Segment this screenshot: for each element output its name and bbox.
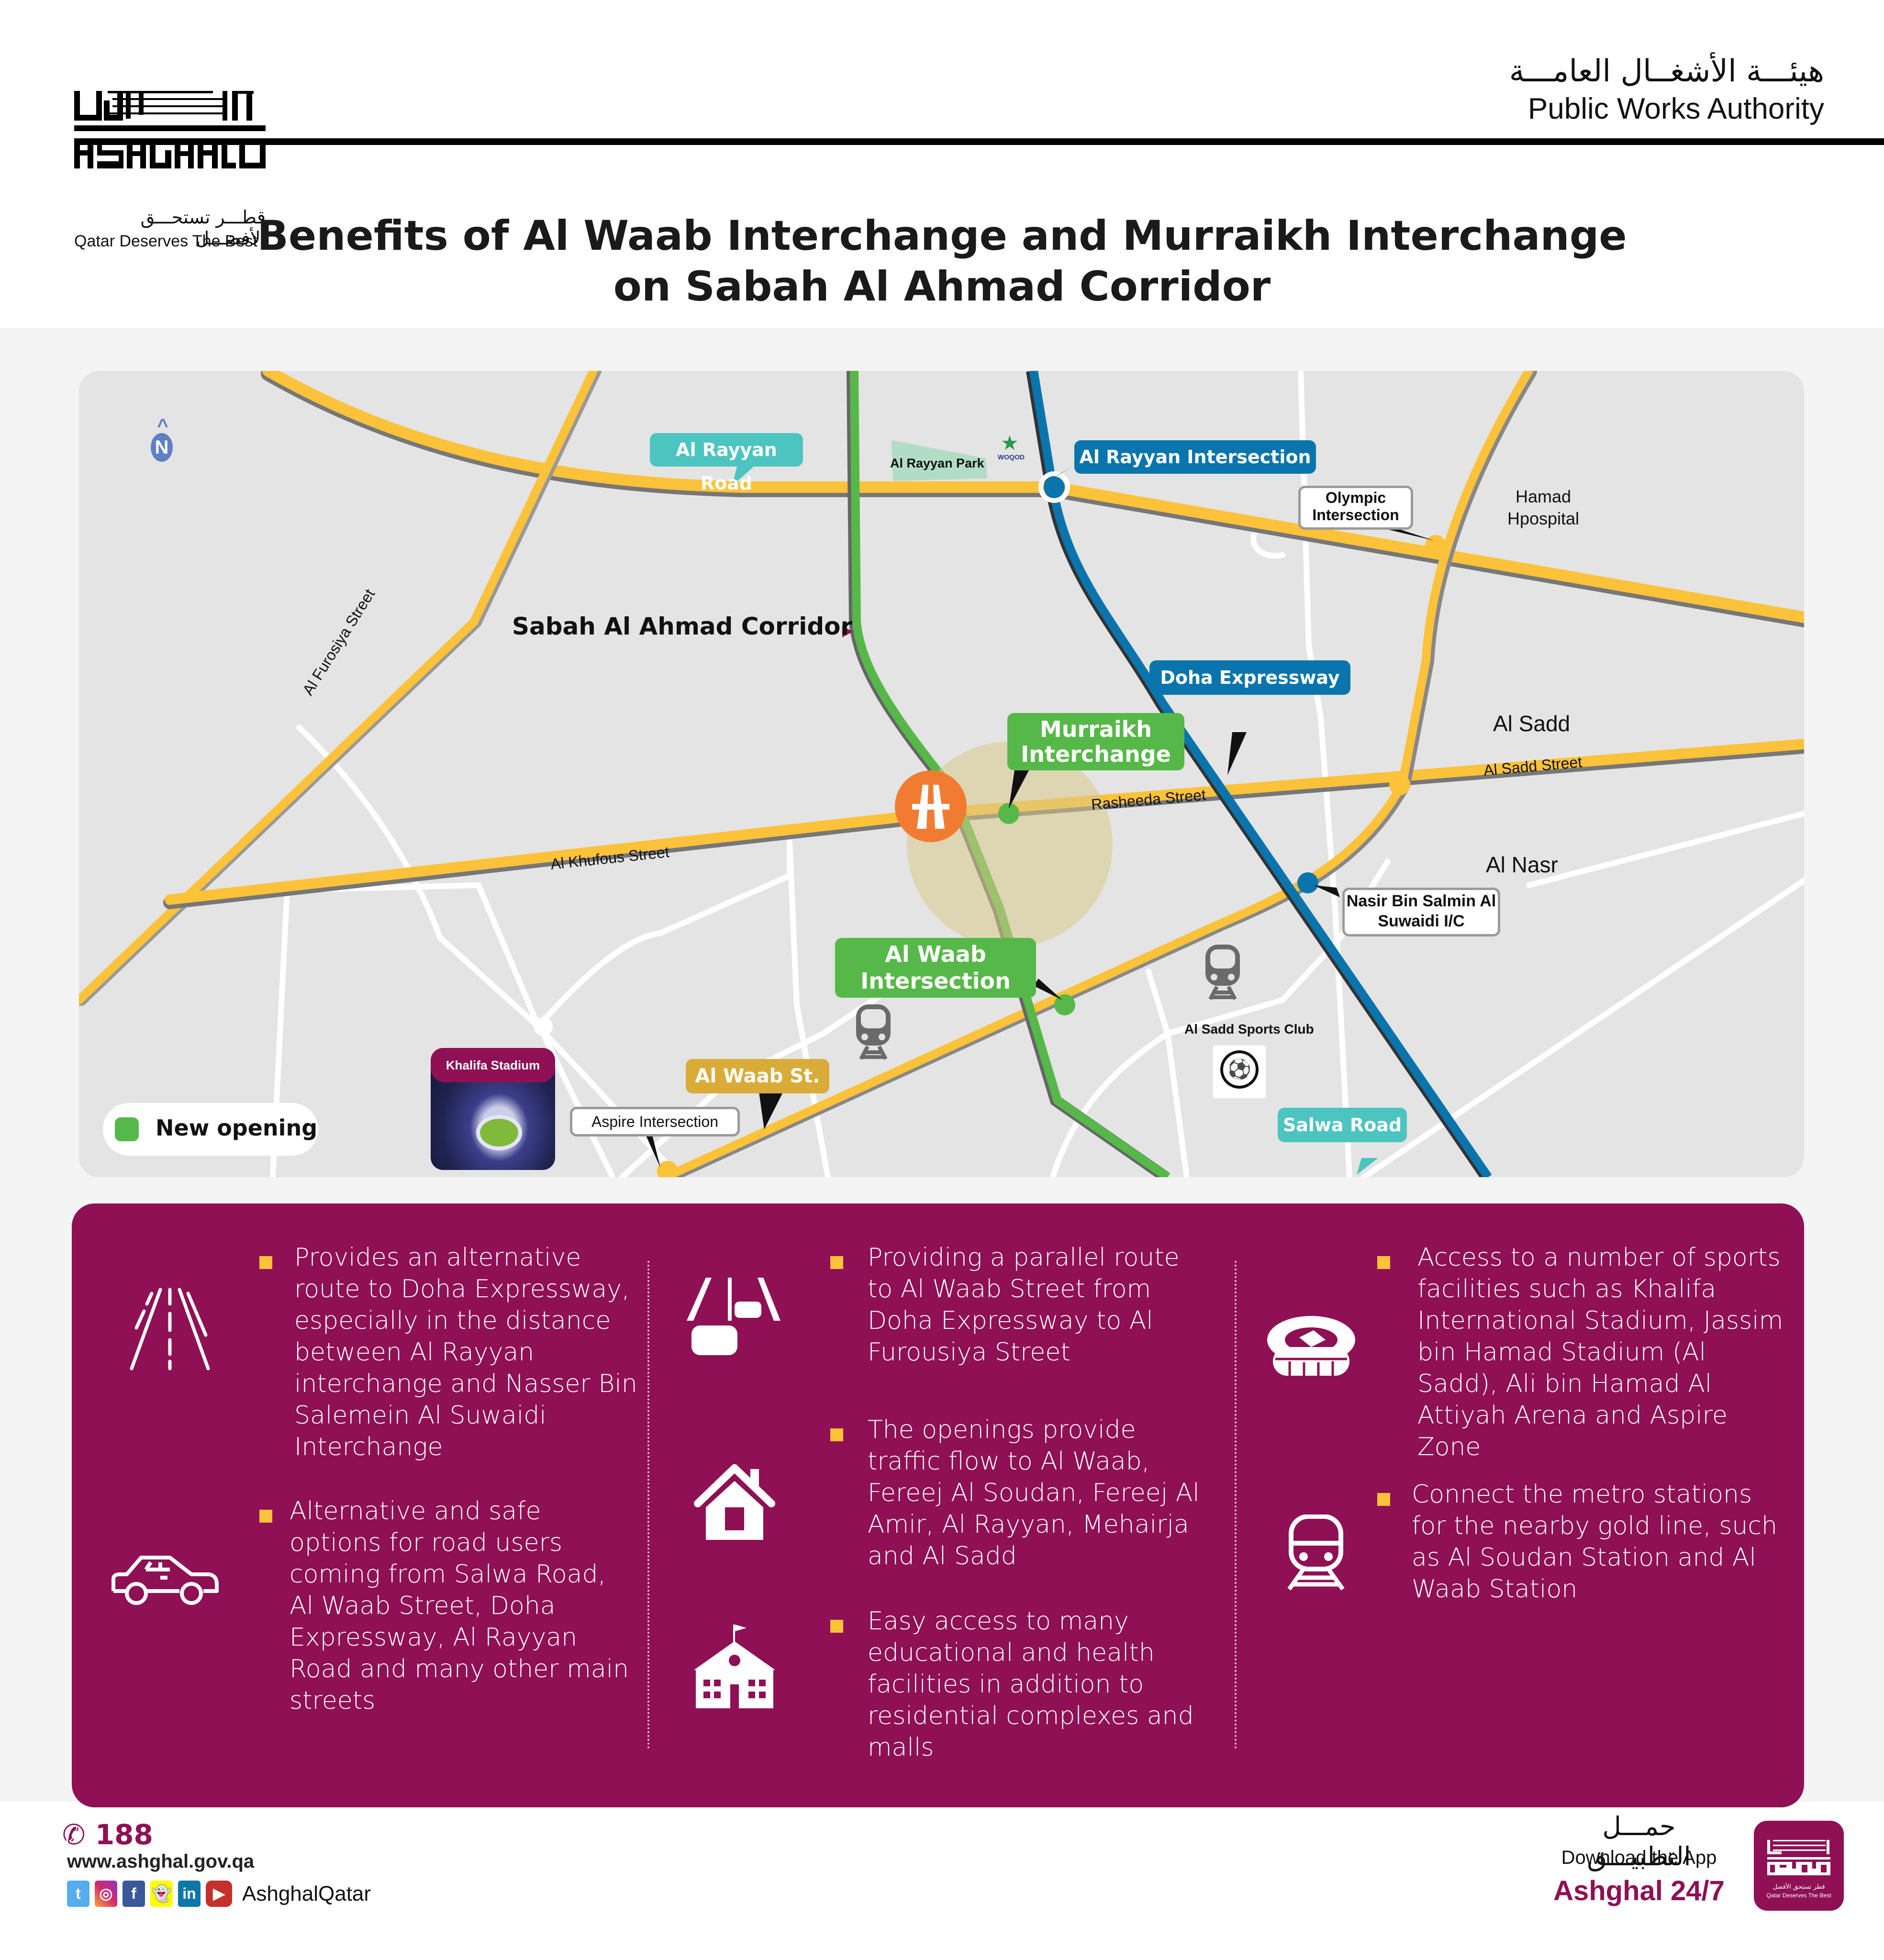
metro-train-icon: [1287, 1515, 1345, 1591]
ashghal-app-icon[interactable]: قطر تستحق الأفضل Qatar Deserves The Best: [1754, 1821, 1844, 1911]
column-divider-2: [1235, 1261, 1237, 1749]
callout-al-waab-intersection[interactable]: Al Waab Intersection: [835, 938, 1036, 998]
ashghal-logo: [74, 91, 266, 206]
benefit-text: Connect the metro stations for the nearb…: [1412, 1480, 1777, 1604]
house-icon: [694, 1464, 775, 1540]
download-label-arabic: حمـــل التطبيـــق: [1587, 1811, 1691, 1871]
download-label-english: Download the App: [1561, 1847, 1717, 1868]
callout-nasir-bin-salmin[interactable]: Nasir Bin Salmin Al Suwaidi I/C: [1342, 888, 1500, 936]
title-line-2: on Sabah Al Ahmad Corridor: [613, 263, 1271, 311]
road-lanes-icon: [130, 1288, 210, 1370]
snapchat-icon[interactable]: 👻: [150, 1881, 173, 1907]
hotline-number: 188: [95, 1818, 153, 1851]
al-sadd-club-logo-icon: ⚽: [1213, 1046, 1266, 1098]
school-icon: [694, 1625, 775, 1708]
page-title: Benefits of Al Waab Interchange and Murr…: [0, 211, 1884, 312]
header-rule: [74, 138, 1884, 145]
benefit-text: Alternative and safe options for road us…: [290, 1497, 629, 1715]
car-icon: [111, 1556, 219, 1605]
benefits-panel: Provides an alternative route to Doha Ex…: [72, 1203, 1804, 1807]
svg-text:قطر تستحق الأفضل: قطر تستحق الأفضل: [1773, 1882, 1825, 1891]
legend-green-swatch: [115, 1117, 139, 1141]
callout-al-rayyan-road[interactable]: Al Rayyan Road: [650, 433, 803, 494]
callout-murraikh-interchange[interactable]: Murraikh Interchange: [1007, 713, 1184, 770]
linkedin-icon[interactable]: in: [178, 1881, 201, 1907]
corridor-label: Sabah Al Ahmad Corridor: [512, 612, 853, 640]
legend-label: New opening: [156, 1115, 318, 1141]
callout-aspire-intersection[interactable]: Aspire Intersection: [570, 1107, 740, 1136]
stadium-photo-icon: [476, 1115, 522, 1150]
benefit-text: Easy access to many educational and heal…: [868, 1607, 1194, 1762]
app-logo-icon: قطر تستحق الأفضل Qatar Deserves The Best: [1766, 1840, 1831, 1899]
website-link[interactable]: www.ashghal.gov.qa: [67, 1851, 255, 1872]
al-sadd-sports-club-label: Al Sadd Sports Club: [1184, 1022, 1314, 1036]
bullet-icon: [259, 1510, 272, 1523]
bullet-icon: [830, 1256, 843, 1269]
map-legend: New opening: [103, 1103, 318, 1156]
north-label: N: [151, 433, 173, 462]
org-name-english: Public Works Authority: [1527, 92, 1824, 125]
youtube-icon[interactable]: ▶: [206, 1881, 232, 1907]
bullet-icon: [1377, 1256, 1390, 1269]
benefit-text: Access to a number of sports facilities …: [1417, 1243, 1784, 1461]
bullet-icon: [830, 1620, 843, 1633]
al-rayyan-park-label: Al Rayyan Park: [890, 456, 984, 470]
svg-text:Qatar Deserves The Best: Qatar Deserves The Best: [1766, 1892, 1831, 1899]
logo-tagline-arabic: قطـــر تستحـــق الأفضـــل: [140, 207, 266, 249]
callout-doha-expressway[interactable]: Doha Expressway: [1149, 660, 1350, 695]
interchange-highway-icon: [895, 770, 967, 842]
north-caret-icon: ^: [157, 415, 168, 436]
logo-tagline-english: Qatar Deserves The Best: [74, 232, 257, 250]
al-nasr-area-label: Al Nasr: [1486, 852, 1558, 877]
instagram-icon[interactable]: ◎: [95, 1881, 117, 1907]
org-name-arabic: هيئـــة الأشغــال العامـــة: [1509, 54, 1824, 89]
app-name[interactable]: Ashghal 24/7: [1553, 1875, 1725, 1906]
title-line-1: Benefits of Al Waab Interchange and Murr…: [257, 212, 1627, 260]
woqod-label: WOQOD: [998, 453, 1025, 461]
benefit-text: Providing a parallel route to Al Waab St…: [868, 1243, 1180, 1367]
bullet-icon: [830, 1428, 843, 1441]
ashghal-kufic-logo-icon: [74, 91, 266, 168]
bullet-icon: [259, 1256, 272, 1269]
al-sadd-area-label: Al Sadd: [1493, 711, 1571, 736]
woqod-logo-icon: ★ WOQOD: [998, 432, 1025, 461]
benefit-text: The openings provide traffic flow to Al …: [868, 1415, 1200, 1570]
stadium-icon: [1267, 1316, 1355, 1376]
column-divider-1: [647, 1261, 649, 1749]
callout-al-rayyan-intersection[interactable]: Al Rayyan Intersection: [1074, 440, 1316, 474]
map[interactable]: ^ N Al Rayyan Road Al Rayyan Intersectio…: [79, 371, 1804, 1177]
khalifa-stadium-label: Khalifa Stadium: [431, 1048, 555, 1082]
social-handle: AshghalQatar: [242, 1882, 371, 1905]
phone-icon: ✆: [62, 1818, 86, 1851]
khalifa-stadium-card[interactable]: Khalifa Stadium: [431, 1048, 555, 1170]
twitter-icon[interactable]: t: [67, 1881, 89, 1907]
callout-salwa-road[interactable]: Salwa Road: [1278, 1108, 1407, 1142]
callout-olympic-intersection[interactable]: Olympic Intersection: [1298, 486, 1413, 530]
road-traffic-icon: [687, 1278, 780, 1355]
north-compass-icon: ^ N: [151, 415, 175, 462]
bullet-icon: [1377, 1493, 1390, 1506]
social-links: t ◎ f 👻 in ▶ AshghalQatar: [67, 1881, 371, 1907]
hamad-hospital-label: Hamad Hpospital: [1507, 487, 1580, 528]
benefit-text: Provides an alternative route to Doha Ex…: [294, 1243, 637, 1461]
hotline[interactable]: ✆ 188: [62, 1818, 153, 1851]
callout-al-waab-st[interactable]: Al Waab St.: [686, 1059, 829, 1093]
facebook-icon[interactable]: f: [123, 1881, 145, 1907]
